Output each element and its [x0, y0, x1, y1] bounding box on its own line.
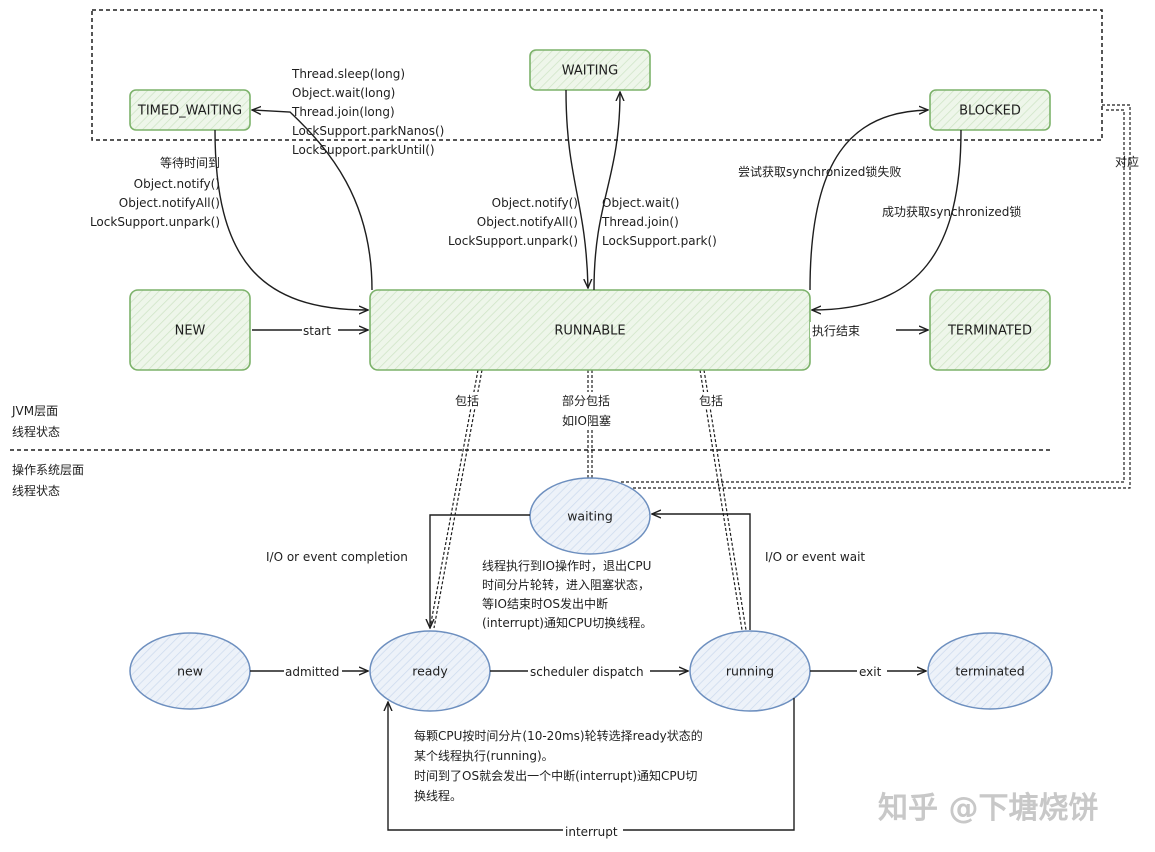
state-label: RUNNABLE [554, 324, 625, 339]
transition-label: Object.notifyAll() [477, 215, 578, 229]
label-correspond: 对应 [1115, 154, 1139, 169]
transition-label: LockSupport.parkUntil() [292, 143, 435, 157]
note-line: 每颗CPU按时间分片(10-20ms)轮转选择ready状态的 [414, 728, 703, 743]
label-io-completion: I/O or event completion [266, 550, 408, 564]
note-line: 某个线程执行(running)。 [414, 748, 554, 763]
transition-label: LockSupport.unpark() [90, 215, 220, 229]
os-state-terminated: terminated [927, 632, 1053, 710]
include-link-left-2 [433, 369, 483, 629]
arrow-timed-waiting-to-runnable [214, 129, 368, 310]
state-timed-waiting: TIMED_WAITING [129, 89, 251, 131]
arrow-blocked-to-runnable [812, 129, 962, 310]
transition-label: Object.notify() [492, 196, 578, 210]
state-label: TERMINATED [947, 324, 1032, 339]
state-blocked: BLOCKED [929, 89, 1051, 131]
arrow-runnable-to-timed-waiting [252, 110, 373, 291]
io-note: 线程执行到IO操作时，退出CPU 时间分片轮转，进入阻塞状态， 等IO结束时OS… [482, 558, 652, 630]
state-label: NEW [175, 324, 206, 339]
include-link-left [429, 369, 479, 629]
state-label: BLOCKED [959, 104, 1021, 119]
arrow-runnable-to-waiting [593, 92, 620, 291]
include-link-right [699, 369, 743, 631]
label-dispatch: scheduler dispatch [530, 665, 644, 679]
os-layer-label: 操作系统层面 [12, 462, 84, 477]
state-new: NEW [129, 289, 251, 371]
transition-label: Object.wait() [602, 196, 679, 210]
state-label: terminated [955, 664, 1024, 679]
label-runnable-end: 执行结束 [812, 324, 860, 338]
transition-label: Object.notifyAll() [119, 196, 220, 210]
os-layer-label: 线程状态 [12, 483, 60, 498]
label-interrupt: interrupt [565, 825, 618, 839]
label-to-blocked: 尝试获取synchronized锁失败 [738, 164, 901, 179]
state-label: ready [412, 664, 448, 679]
label-includes-mid: 部分包括 [562, 393, 610, 408]
arrow-runnable-to-blocked [809, 110, 928, 291]
correspondence-connector-inner [620, 109, 1125, 483]
transition-label: Thread.join(long) [291, 105, 395, 119]
os-state-new: new [129, 632, 251, 710]
jvm-layer-label: 线程状态 [12, 424, 60, 439]
note-line: (interrupt)通知CPU切换线程。 [482, 615, 652, 630]
label-start: start [303, 324, 331, 338]
os-state-ready: ready [369, 630, 491, 712]
os-state-running: running [689, 630, 811, 712]
correspondence-connector [620, 104, 1131, 489]
label-to-waiting: Object.wait() Thread.join() LockSupport.… [601, 196, 717, 248]
label-from-blocked: 成功获取synchronized锁 [882, 204, 1021, 219]
transition-label: Object.notify() [134, 177, 220, 191]
transition-label: Object.wait(long) [292, 86, 395, 100]
label-includes-left: 包括 [455, 393, 479, 408]
transition-label: LockSupport.park() [602, 234, 717, 248]
label-exit: exit [859, 665, 882, 679]
transition-label: LockSupport.unpark() [448, 234, 578, 248]
jvm-layer-label: JVM层面 [11, 404, 58, 418]
transition-label: LockSupport.parkNanos() [292, 124, 444, 138]
transition-label: Thread.sleep(long) [291, 67, 405, 81]
note-line: 时间分片轮转，进入阻塞状态， [482, 577, 650, 592]
label-includes-mid: 如IO阻塞 [562, 413, 611, 428]
label-io-wait: I/O or event wait [765, 550, 865, 564]
state-label: running [726, 664, 774, 679]
note-line: 时间到了OS就会发出一个中断(interrupt)通知CPU切 [414, 768, 697, 783]
state-label: WAITING [562, 64, 618, 79]
state-terminated: TERMINATED [929, 289, 1051, 371]
transition-label: 等待时间到 [160, 156, 220, 170]
label-to-timed-waiting: Thread.sleep(long) Object.wait(long) Thr… [291, 67, 444, 157]
os-state-waiting: waiting [529, 477, 651, 555]
label-includes-right: 包括 [699, 393, 723, 408]
arrow-waiting-to-ready [430, 514, 530, 628]
note-line: 线程执行到IO操作时，退出CPU [482, 558, 651, 573]
state-runnable: RUNNABLE [369, 289, 811, 371]
include-link-right-2 [703, 369, 747, 631]
arrow-waiting-to-runnable [565, 89, 588, 288]
blocked-region-border [91, 9, 1103, 141]
note-line: 等IO结束时OS发出中断 [482, 596, 608, 611]
state-label: waiting [567, 509, 613, 524]
arrow-running-to-ready-interrupt [388, 698, 795, 831]
note-line: 换线程。 [414, 788, 462, 803]
label-admitted: admitted [285, 665, 339, 679]
state-label: TIMED_WAITING [137, 104, 242, 119]
transition-label: Thread.join() [601, 215, 679, 229]
state-waiting: WAITING [529, 49, 651, 91]
cpu-note: 每颗CPU按时间分片(10-20ms)轮转选择ready状态的 某个线程执行(r… [414, 728, 703, 803]
arrow-running-to-waiting [652, 514, 751, 630]
state-label: new [177, 664, 203, 679]
label-from-waiting: Object.notify() Object.notifyAll() LockS… [448, 196, 578, 248]
watermark: 知乎 @下塘烧饼 [878, 791, 1098, 826]
label-from-timed-waiting: 等待时间到 Object.notify() Object.notifyAll()… [90, 156, 220, 229]
